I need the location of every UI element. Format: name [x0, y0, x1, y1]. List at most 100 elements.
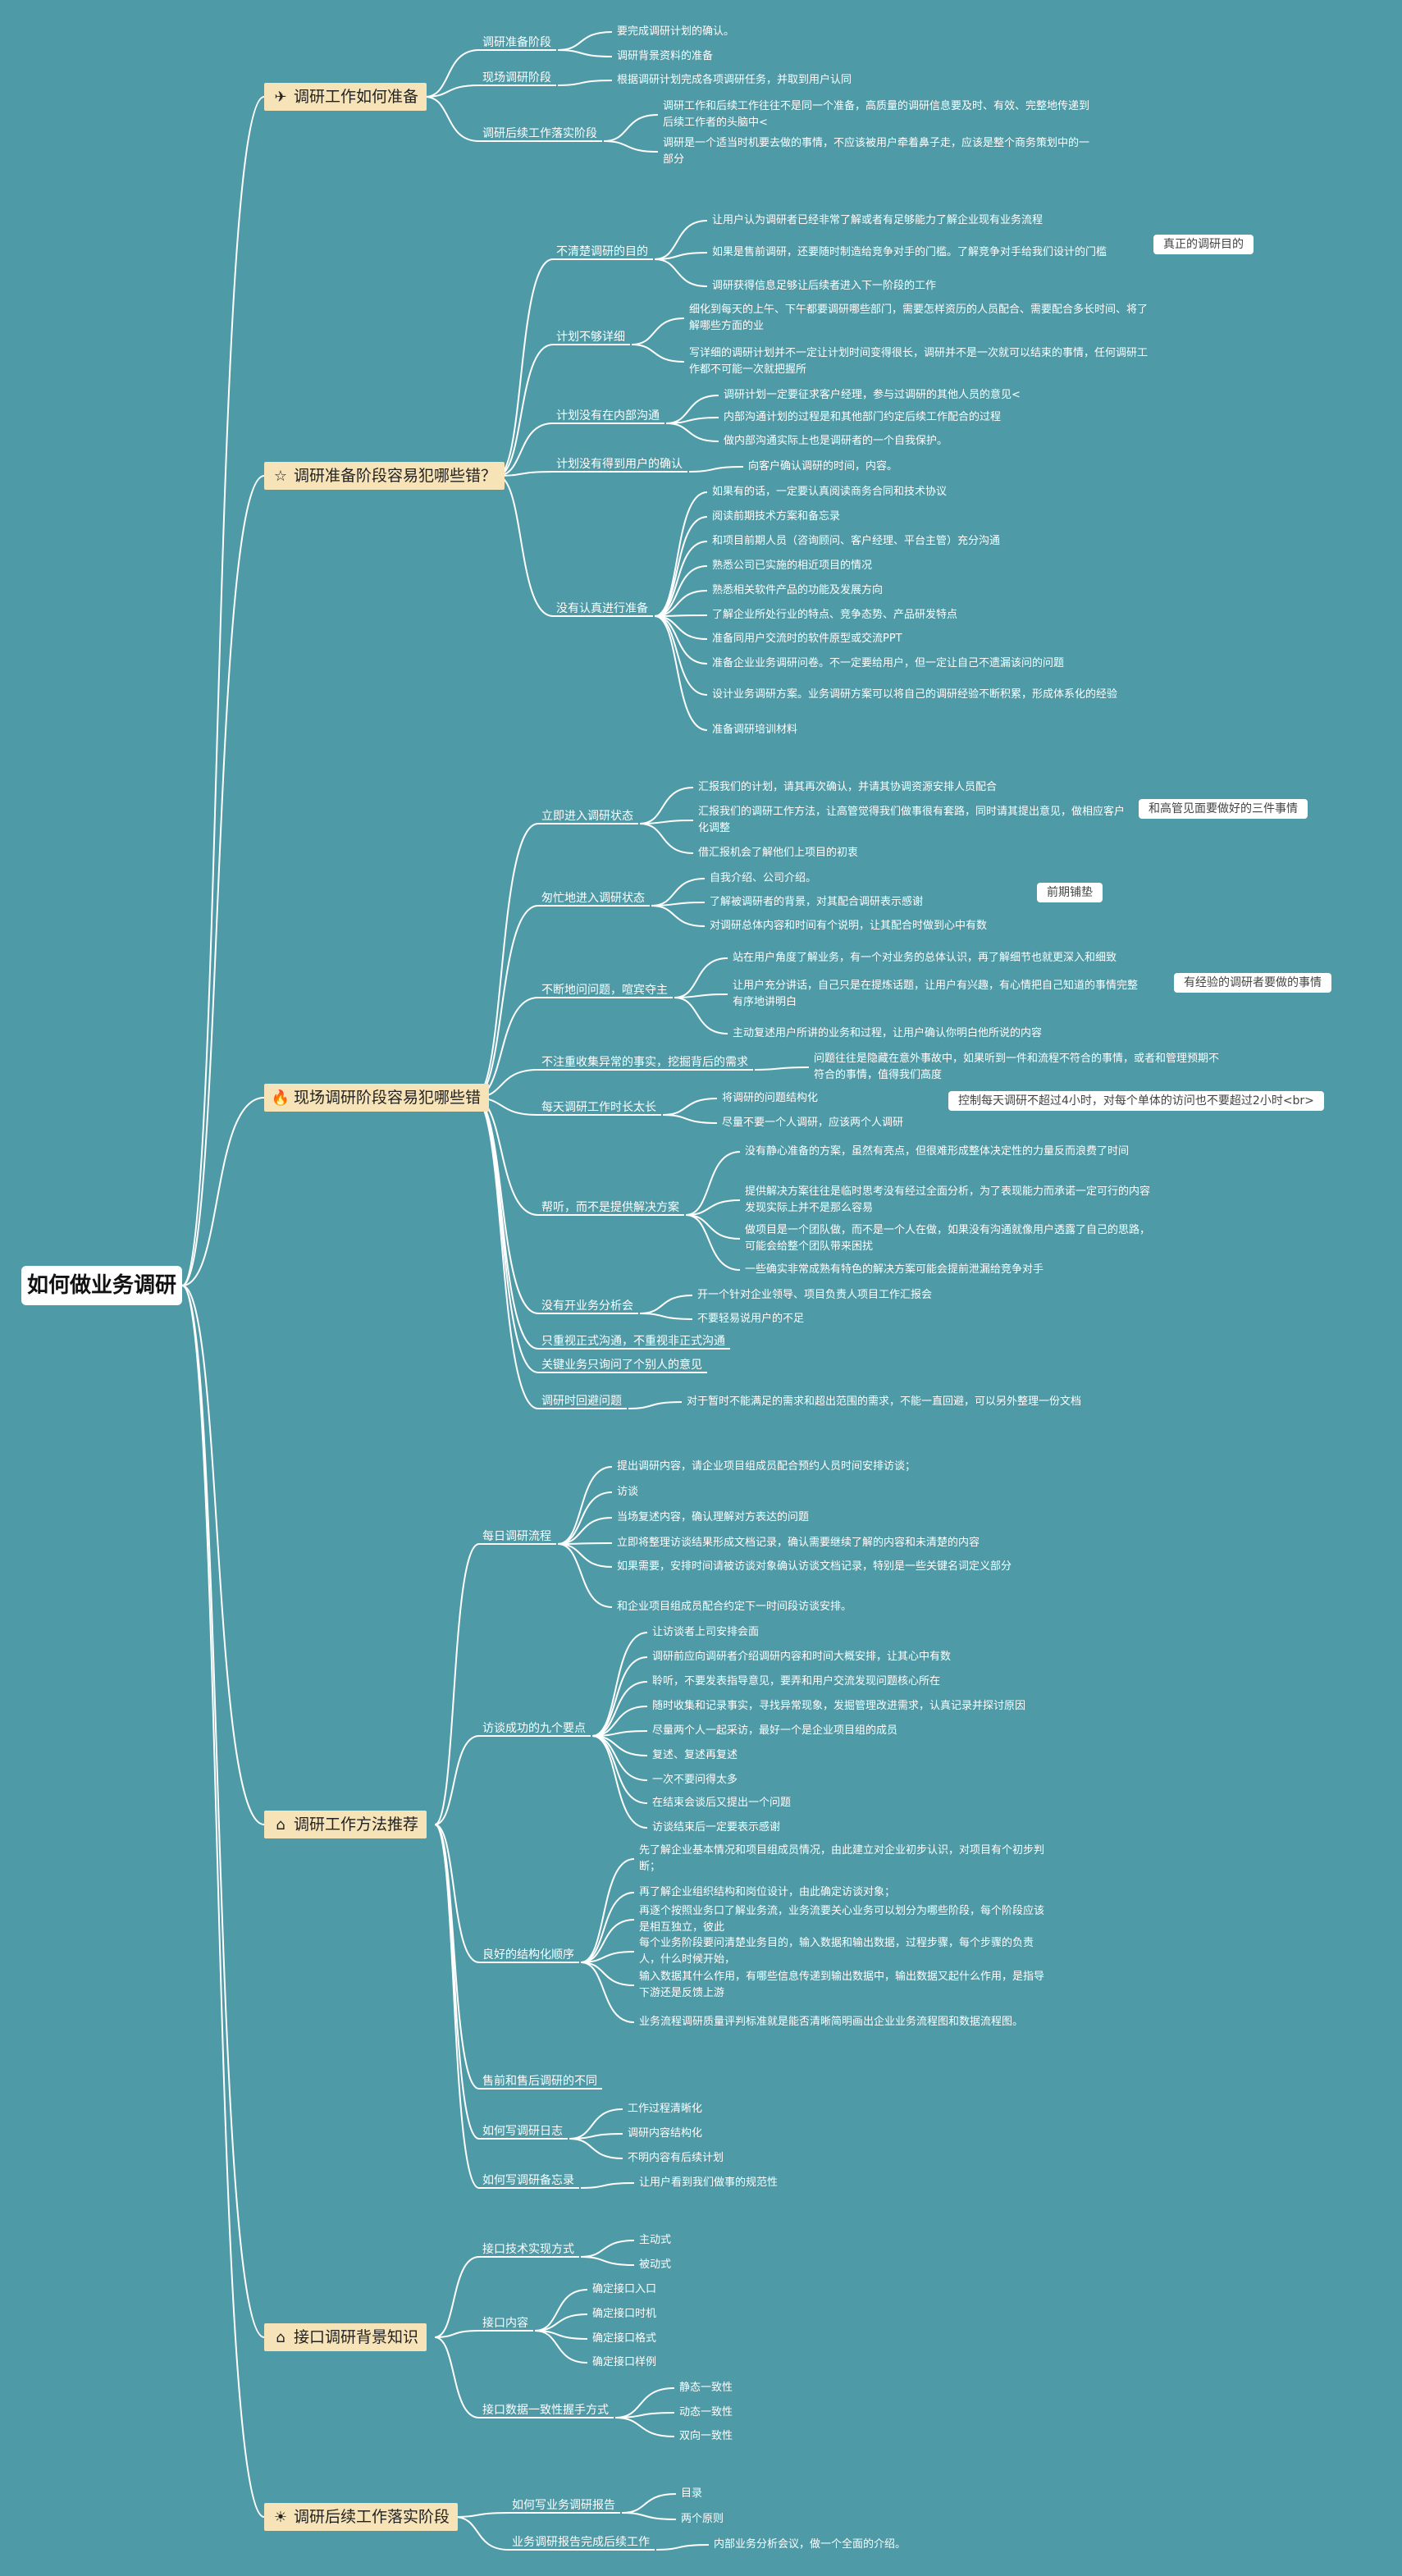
leaf-node[interactable]: 如果是售前调研，还要随时制造给竞争对手的门槛。了解竞争对手给我们设计的门槛 — [712, 246, 1107, 258]
leaf-node[interactable]: 汇报我们的调研工作方法，让高管觉得我们做事很有套路，同时请其提出意见，做相应客户… — [698, 806, 1126, 834]
leaf-node[interactable]: 如果需要，安排时间请被访谈对象确认访谈文档记录，特别是一些关键名词定义部分 — [617, 1560, 1012, 1573]
topic-node[interactable]: 没有认真进行准备 — [556, 602, 648, 615]
leaf-node[interactable]: 调研获得信息足够让后续者进入下一阶段的工作 — [712, 280, 937, 292]
leaf-node[interactable]: 做内部沟通实际上也是调研者的一个自我保护。 — [724, 435, 948, 447]
leaf-node[interactable]: 确定接口样例 — [592, 2356, 657, 2368]
leaf-node[interactable]: 业务流程调研质量评判标准就是能否清晰简明画出企业业务流程图和数据流程图。 — [639, 2016, 1024, 2028]
leaf-node[interactable]: 开一个针对企业领导、项目负责人项目工作汇报会 — [697, 1289, 933, 1301]
leaf-node[interactable]: 当场复述内容，确认理解对方表达的问题 — [617, 1511, 810, 1523]
topic-node[interactable]: 不断地问问题，喧宾夺主 — [541, 984, 668, 997]
leaf-node[interactable]: 内部沟通计划的过程是和其他部门约定后续工作配合的过程 — [724, 411, 1002, 423]
leaf-node[interactable]: 借汇报机会了解他们上项目的初衷 — [698, 847, 859, 859]
branch-node-3[interactable]: 🔥现场调研阶段容易犯哪些错 — [264, 1084, 490, 1112]
leaf-node[interactable]: 随时收集和记录事实，寻找异常现象，发掘管理改进需求，认真记录并探讨原因 — [652, 1700, 1026, 1712]
topic-node[interactable]: 如何写调研备忘录 — [482, 2174, 574, 2187]
branch-node-6[interactable]: ☀调研后续工作落实阶段 — [264, 2503, 459, 2531]
leaf-node[interactable]: 调研内容结构化 — [628, 2127, 703, 2140]
topic-node[interactable]: 每天调研工作时长太长 — [541, 1101, 656, 1114]
leaf-node[interactable]: 主动式 — [639, 2234, 672, 2246]
leaf-node[interactable]: 让用户认为调研者已经非常了解或者有足够能力了解企业现有业务流程 — [712, 214, 1044, 226]
leaf-node[interactable]: 了解被调研者的背景，对其配合调研表示感谢 — [710, 896, 924, 908]
leaf-node[interactable]: 输入数据其什么作用，有哪些信息传递到输出数据中，输出数据又起什么作用，是指导下游… — [639, 1971, 1045, 1999]
leaf-node[interactable]: 一次不要问得太多 — [652, 1774, 738, 1786]
topic-node[interactable]: 计划没有在内部沟通 — [556, 409, 660, 422]
leaf-node[interactable]: 再逐个按照业务口了解业务流，业务流要关心业务可以划分为哪些阶段，每个阶段应该是相… — [639, 1905, 1045, 1934]
topic-node[interactable]: 关键业务只询问了个别人的意见 — [541, 1359, 702, 1372]
leaf-node[interactable]: 动态一致性 — [679, 2406, 733, 2418]
leaf-node[interactable]: 问题往往是隐藏在意外事故中，如果听到一件和流程不符合的事情，或者和管理预期不符合… — [814, 1053, 1220, 1081]
summary-tag[interactable]: 控制每天调研不超过4小时，对每个单体的访问也不要超过2小时<br> — [948, 1091, 1324, 1111]
leaf-node[interactable]: 确定接口时机 — [592, 2308, 657, 2320]
leaf-node[interactable]: 细化到每天的上午、下午都要调研哪些部门，需要怎样资历的人员配合、需要配合多长时间… — [689, 304, 1149, 332]
leaf-node[interactable]: 被动式 — [639, 2259, 672, 2271]
leaf-node[interactable]: 尽量不要一个人调研，应该两个人调研 — [722, 1117, 904, 1129]
summary-tag[interactable]: 有经验的调研者要做的事情 — [1174, 973, 1331, 993]
branch-node-1[interactable]: ✈调研工作如何准备 — [264, 83, 427, 111]
topic-node[interactable]: 计划没有得到用户的确认 — [556, 458, 683, 471]
leaf-node[interactable]: 设计业务调研方案。业务调研方案可以将自己的调研经验不断积累，形成体系化的经验 — [712, 688, 1118, 701]
topic-node[interactable]: 业务调研报告完成后续工作 — [512, 2536, 650, 2549]
topic-node[interactable]: 不清楚调研的目的 — [556, 245, 648, 258]
summary-tag[interactable]: 前期铺垫 — [1037, 883, 1103, 902]
leaf-node[interactable]: 和企业项目组成员配合约定下一时间段访谈安排。 — [617, 1601, 852, 1613]
topic-node[interactable]: 访谈成功的九个要点 — [482, 1722, 586, 1735]
leaf-node[interactable]: 不明内容有后续计划 — [628, 2152, 724, 2164]
topic-node[interactable]: 帮听，而不是提供解决方案 — [541, 1201, 679, 1214]
leaf-node[interactable]: 确定接口格式 — [592, 2332, 657, 2345]
leaf-node[interactable]: 准备企业业务调研问卷。不一定要给用户，但一定让自己不遗漏该问的问题 — [712, 657, 1065, 669]
leaf-node[interactable]: 静态一致性 — [679, 2382, 733, 2394]
leaf-node[interactable]: 提出调研内容，请企业项目组成员配合预约人员时间安排访谈； — [617, 1460, 916, 1473]
topic-node[interactable]: 如何写业务调研报告 — [512, 2499, 615, 2512]
topic-node[interactable]: 调研时回避问题 — [541, 1395, 622, 1408]
topic-node[interactable]: 没有开业务分析会 — [541, 1299, 633, 1313]
leaf-node[interactable]: 先了解企业基本情况和项目组成员情况，由此建立对企业初步认识，对项目有个初步判断； — [639, 1844, 1045, 1873]
topic-node[interactable]: 匆忙地进入调研状态 — [541, 892, 645, 905]
leaf-node[interactable]: 和项目前期人员（咨询顾问、客户经理、平台主管）充分沟通 — [712, 535, 1001, 547]
leaf-node[interactable]: 调研是一个适当时机要去做的事情，不应该被用户牵着鼻子走，应该是整个商务策划中的一… — [663, 137, 1090, 166]
leaf-node[interactable]: 对调研总体内容和时间有个说明，让其配合时做到心中有数 — [710, 920, 988, 932]
leaf-node[interactable]: 让用户看到我们做事的规范性 — [639, 2176, 779, 2189]
leaf-node[interactable]: 站在用户角度了解业务，有一个对业务的总体认识，再了解细节也就更深入和细致 — [733, 952, 1117, 964]
topic-node[interactable]: 计划不够详细 — [556, 331, 625, 344]
leaf-node[interactable]: 双向一致性 — [679, 2430, 733, 2442]
leaf-node[interactable]: 阅读前期技术方案和备忘录 — [712, 510, 841, 523]
topic-node[interactable]: 现场调研阶段 — [482, 71, 551, 84]
leaf-node[interactable]: 写详细的调研计划并不一定让计划时间变得很长，调研并不是一次就可以结束的事情，任何… — [689, 347, 1149, 376]
leaf-node[interactable]: 调研前应向调研者介绍调研内容和时间大概安排，让其心中有数 — [652, 1651, 952, 1663]
summary-tag[interactable]: 真正的调研目的 — [1153, 235, 1254, 254]
leaf-node[interactable]: 对于暂时不能满足的需求和超出范围的需求，不能一直回避，可以另外整理一份文档 — [687, 1395, 1082, 1408]
topic-node[interactable]: 不注重收集异常的事实，挖掘背后的需求 — [541, 1056, 748, 1069]
topic-node[interactable]: 每日调研流程 — [482, 1530, 551, 1543]
topic-node[interactable]: 只重视正式沟通，不重视非正式沟通 — [541, 1335, 725, 1348]
leaf-node[interactable]: 调研计划一定要征求客户经理，参与过调研的其他人员的意见< — [724, 389, 1021, 401]
leaf-node[interactable]: 如果有的话，一定要认真阅读商务合同和技术协议 — [712, 486, 948, 498]
branch-node-4[interactable]: ⌂调研工作方法推荐 — [264, 1811, 427, 1838]
leaf-node[interactable]: 将调研的问题结构化 — [722, 1092, 819, 1104]
leaf-node[interactable]: 熟悉公司已实施的相近项目的情况 — [712, 560, 873, 572]
leaf-node[interactable]: 提供解决方案往往是临时思考没有经过全面分析，为了表现能力而承诺一定可行的内容发现… — [745, 1185, 1151, 1214]
topic-node[interactable]: 良好的结构化顺序 — [482, 1948, 574, 1962]
topic-node[interactable]: 调研准备阶段 — [482, 36, 551, 49]
topic-node[interactable]: 接口数据一致性握手方式 — [482, 2404, 609, 2417]
leaf-node[interactable]: 主动复述用户所讲的业务和过程，让用户确认你明白他所说的内容 — [733, 1027, 1043, 1039]
leaf-node[interactable]: 没有静心准备的方案，虽然有亮点，但很难形成整体决定性的力量反而浪费了时间 — [745, 1145, 1130, 1158]
topic-node[interactable]: 接口内容 — [482, 2317, 528, 2330]
leaf-node[interactable]: 一些确实非常成熟有特色的解决方案可能会提前泄漏给竞争对手 — [745, 1263, 1044, 1276]
leaf-node[interactable]: 内部业务分析会议，做一个全面的介绍。 — [714, 2538, 907, 2551]
leaf-node[interactable]: 复述、复述再复述 — [652, 1749, 738, 1761]
leaf-node[interactable]: 要完成调研计划的确认。 — [617, 25, 735, 38]
topic-node[interactable]: 立即进入调研状态 — [541, 810, 633, 823]
leaf-node[interactable]: 准备调研培训材料 — [712, 724, 798, 736]
mindmap-root[interactable]: 如何做业务调研 — [21, 1266, 182, 1305]
leaf-node[interactable]: 调研背景资料的准备 — [617, 50, 714, 62]
leaf-node[interactable]: 访谈结束后一定要表示感谢 — [652, 1821, 781, 1834]
topic-node[interactable]: 接口技术实现方式 — [482, 2243, 574, 2256]
leaf-node[interactable]: 访谈 — [617, 1486, 639, 1498]
leaf-node[interactable]: 工作过程清晰化 — [628, 2103, 703, 2115]
leaf-node[interactable]: 确定接口入口 — [592, 2283, 657, 2295]
leaf-node[interactable]: 尽量两个人一起采访，最好一个是企业项目组的成员 — [652, 1724, 898, 1737]
topic-node[interactable]: 调研后续工作落实阶段 — [482, 127, 597, 140]
topic-node[interactable]: 售前和售后调研的不同 — [482, 2075, 597, 2088]
leaf-node[interactable]: 了解企业所处行业的特点、竞争态势、产品研发特点 — [712, 609, 958, 621]
leaf-node[interactable]: 熟悉相关软件产品的功能及发展方向 — [712, 584, 884, 596]
